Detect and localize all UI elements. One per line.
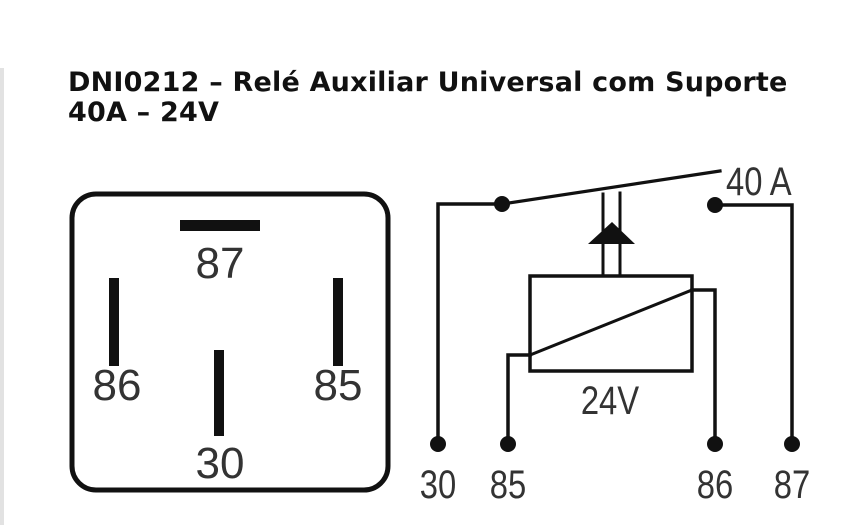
relay-body-outline [69, 191, 391, 493]
terminal-86-dot [707, 436, 723, 452]
relay-face: 87 86 85 30 [69, 191, 391, 493]
coil-box [528, 274, 694, 373]
switch-pivot-dot [494, 196, 510, 212]
pin-30-label: 30 [196, 439, 245, 488]
pin-85-blade [333, 278, 343, 366]
pin-87-blade [180, 220, 260, 231]
page-title: DNI0212 – Relé Auxiliar Universal com Su… [68, 68, 788, 128]
wire-terminal-85 [506, 353, 532, 446]
left-edge-strip [0, 68, 4, 525]
wire-terminal-87 [713, 203, 794, 446]
wire-terminal-86 [690, 288, 717, 446]
contact-87-dot [707, 197, 723, 213]
pin-85-label: 85 [314, 361, 363, 410]
terminal-86-label: 86 [697, 462, 733, 507]
terminal-87-dot [784, 436, 800, 452]
actuator-arrow-icon [588, 222, 635, 244]
coil-diagonal [528, 288, 694, 357]
switch-arm [500, 169, 722, 206]
pin-87-label: 87 [196, 239, 245, 288]
terminal-85-dot [500, 436, 516, 452]
terminal-87-label: 87 [774, 462, 810, 507]
terminal-30-label: 30 [420, 462, 456, 507]
title-line-1: DNI0212 – Relé Auxiliar Universal com Su… [68, 67, 788, 98]
terminal-85-label: 85 [490, 462, 526, 507]
coil-voltage-label: 24V [581, 378, 640, 423]
pin-30-blade [214, 350, 224, 436]
terminal-30-dot [430, 436, 446, 452]
wire-terminal-30 [436, 202, 504, 446]
pin-86-blade [109, 278, 119, 366]
pin-86-label: 86 [93, 361, 142, 410]
title-line-2: 40A – 24V [68, 97, 220, 128]
current-rating-label: 40 A [726, 159, 792, 204]
